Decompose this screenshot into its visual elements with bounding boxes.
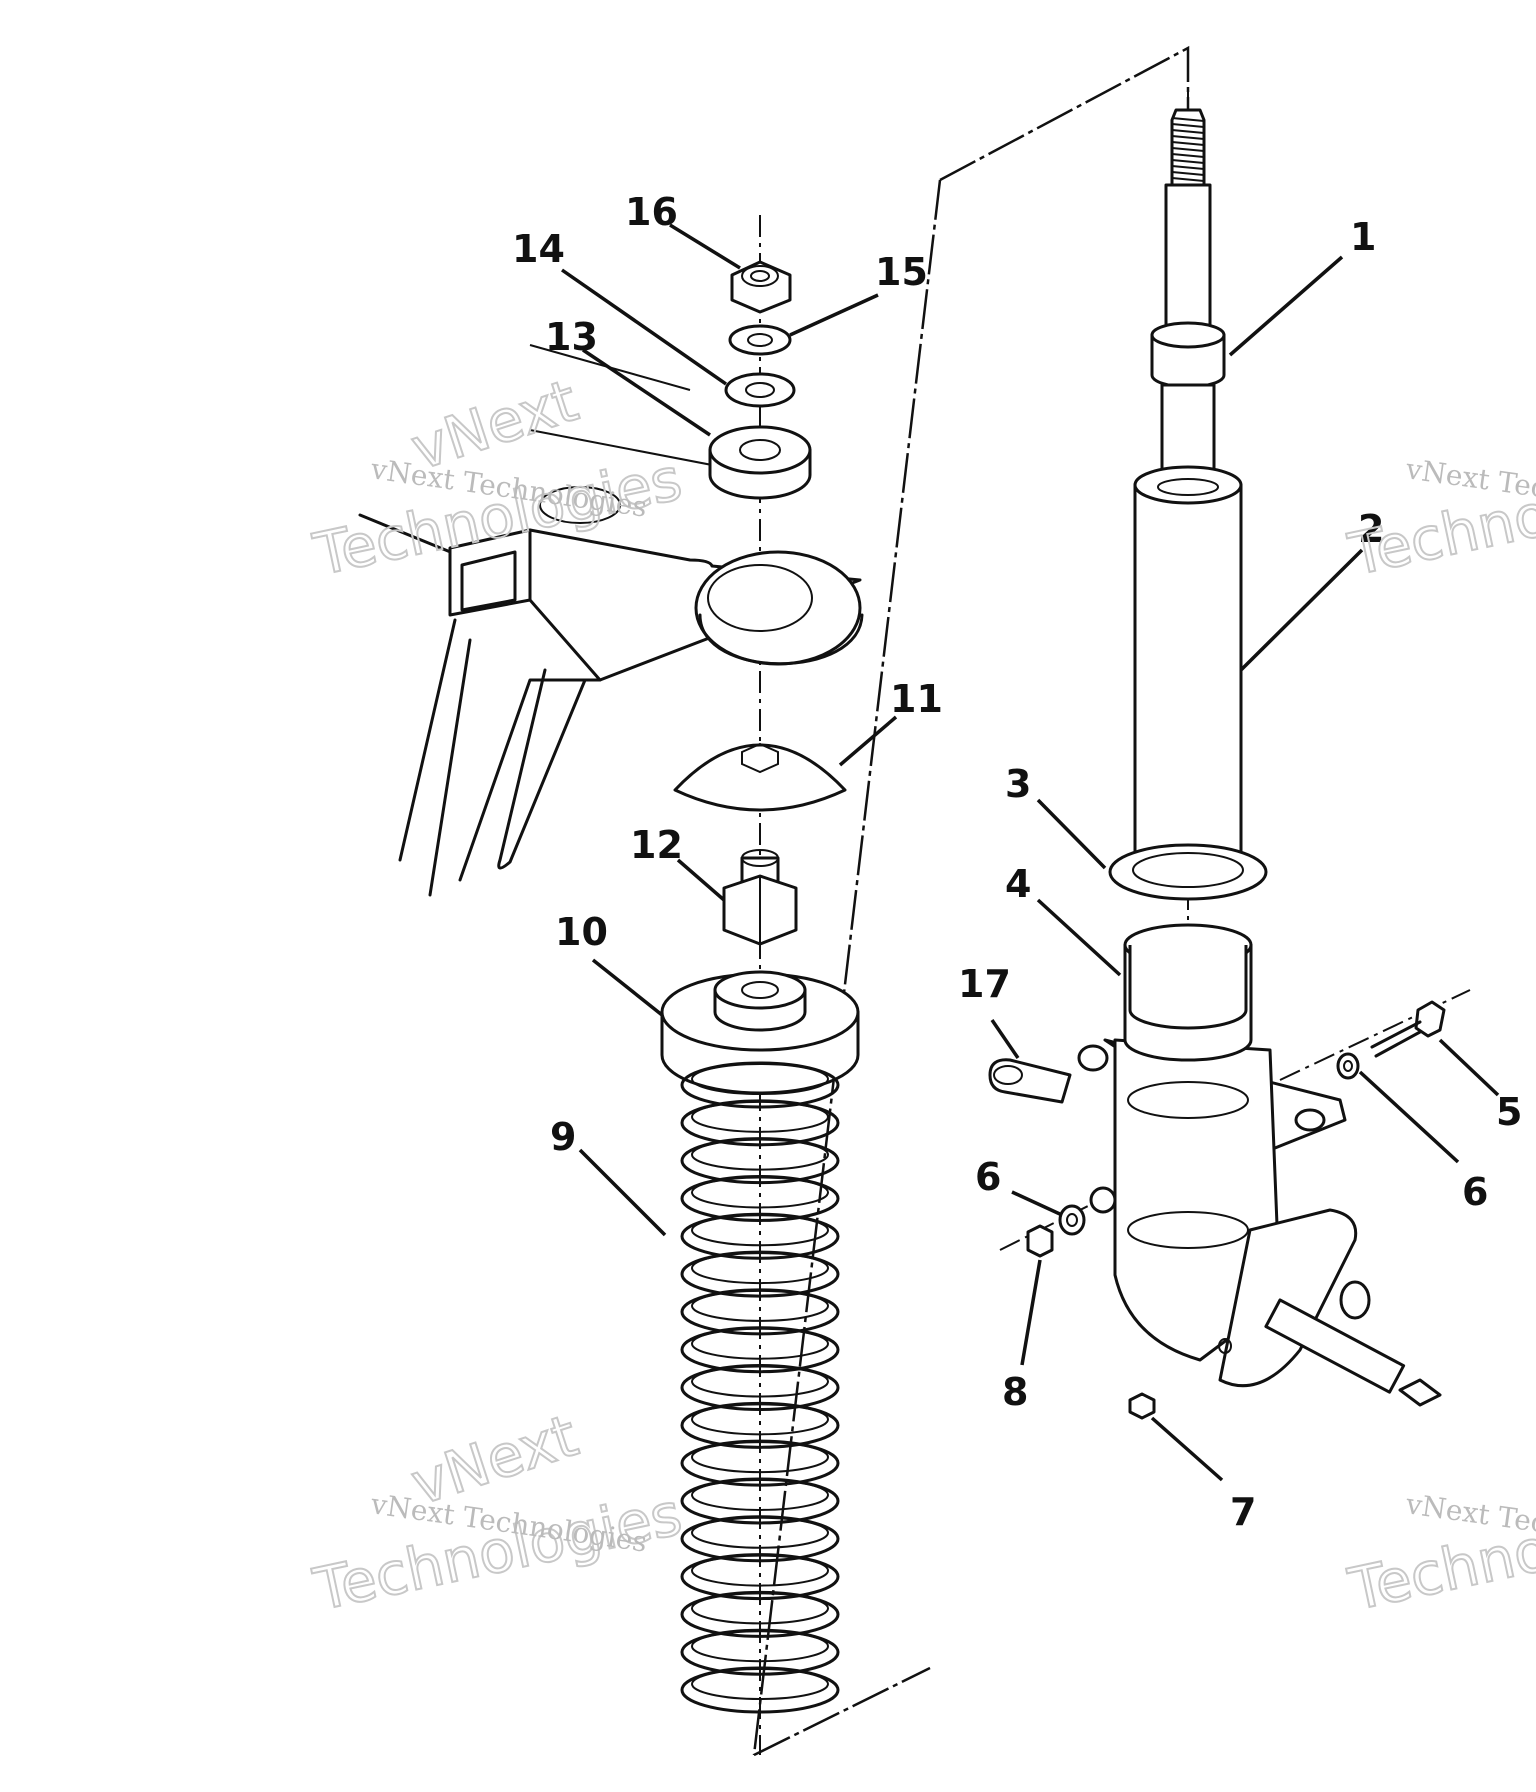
callout-17: 17 — [958, 962, 1011, 1006]
callout-8: 8 — [1002, 1370, 1028, 1414]
strut-body-2 — [1133, 465, 1243, 880]
callout-5: 5 — [1496, 1090, 1522, 1134]
callout-12: 12 — [630, 823, 683, 867]
callout-11: 11 — [890, 677, 943, 721]
callout-10: 10 — [555, 910, 608, 954]
spring-coil-inner — [691, 1176, 829, 1209]
callout-16: 16 — [625, 190, 678, 234]
callout-labels: 1 2 3 4 5 6 6 7 8 9 10 11 12 13 14 15 16… — [512, 190, 1522, 1534]
bushing-13 — [708, 425, 812, 500]
spring-coil-inner — [691, 1592, 829, 1625]
washer-6-left — [1058, 1204, 1086, 1236]
spring-coil-inner — [691, 1289, 829, 1322]
rod-thread-line — [1171, 171, 1205, 176]
callout-6-right: 6 — [1462, 1170, 1488, 1214]
spring-coil-inner — [691, 1063, 829, 1095]
rod-thread-line — [1171, 147, 1205, 152]
steering-knuckle-4 — [1077, 923, 1442, 1407]
spring-coil-inner — [691, 1327, 829, 1360]
spring-coil-inner — [691, 1252, 829, 1285]
callout-7: 7 — [1230, 1490, 1256, 1534]
spring-coil-inner — [691, 1365, 829, 1398]
section-plane — [752, 45, 1190, 1757]
spring-coil-inner — [691, 1214, 829, 1247]
spring-cap-11 — [673, 742, 847, 812]
callout-4: 4 — [1005, 862, 1031, 906]
callout-9: 9 — [550, 1115, 576, 1159]
rod-thread-line — [1171, 165, 1205, 170]
grease-fitting-7 — [1128, 1392, 1156, 1420]
coil-spring-9 — [680, 1061, 840, 1714]
spring-coil-inner — [691, 1554, 829, 1587]
callout-1: 1 — [1350, 215, 1376, 259]
assembly-axis — [759, 90, 1471, 1755]
rod-thread-line — [1171, 135, 1205, 140]
watermark-bottom-left: vNext Technologies vNext Technologies — [307, 1400, 689, 1625]
spring-coil-inner — [691, 1138, 829, 1171]
spring-coil-inner — [691, 1630, 829, 1663]
spring-coil-inner — [691, 1403, 829, 1436]
stack-nut-16 — [730, 260, 792, 314]
spring-coil-inner — [691, 1668, 829, 1700]
callout-13: 13 — [545, 315, 598, 359]
washer-14 — [724, 372, 796, 408]
washer-15 — [728, 324, 792, 356]
rod-thread-line — [1171, 177, 1205, 182]
bolt-5 — [1370, 1000, 1446, 1058]
watermark-top-right: Technologies vNext Technologies — [1342, 444, 1536, 590]
callout-15: 15 — [875, 250, 928, 294]
rod-thread-line — [1171, 153, 1205, 158]
spring-coil-inner — [691, 1478, 829, 1511]
leader-lines — [561, 223, 1500, 1482]
spring-coil-inner — [691, 1100, 829, 1133]
watermark-bottom-right: Technologies vNext Technologies — [1342, 1479, 1536, 1625]
callout-2: 2 — [1358, 507, 1384, 551]
washer-6-right — [1336, 1052, 1360, 1080]
seal-ring-3 — [1108, 843, 1268, 901]
callout-14: 14 — [512, 227, 565, 271]
shock-absorber-1 — [1150, 108, 1226, 487]
rod-thread-line — [1171, 141, 1205, 146]
hose-clip-17 — [988, 1058, 1072, 1104]
spring-coil-inner — [691, 1516, 829, 1549]
callout-6-left: 6 — [975, 1155, 1001, 1199]
spring-coil-inner — [691, 1441, 829, 1474]
coupling-nut-12 — [722, 849, 798, 946]
rod-thread-line — [1171, 129, 1205, 134]
spring-seat-10 — [660, 970, 860, 1095]
rod-thread-line — [1171, 159, 1205, 164]
nut-8 — [1026, 1224, 1054, 1258]
frame-arm — [358, 344, 864, 897]
rod-thread-line — [1171, 117, 1205, 122]
callout-3: 3 — [1005, 762, 1031, 806]
rod-thread-line — [1171, 123, 1205, 128]
